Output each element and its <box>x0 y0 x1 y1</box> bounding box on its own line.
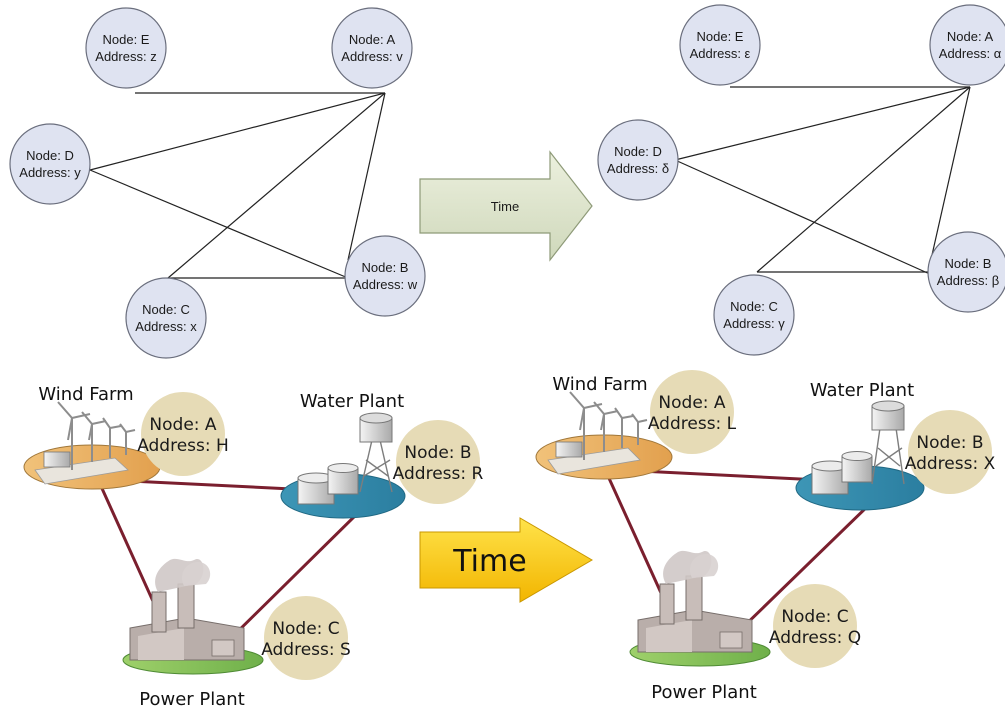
node-d-label: Node: D <box>26 148 74 163</box>
node-e-after-label: Node: E <box>697 29 744 44</box>
node-b-label: Node: B <box>362 260 409 275</box>
node-a: Node: A Address: v <box>331 7 413 89</box>
power-plant-icon <box>122 558 264 675</box>
wind-farm-title: Wind Farm <box>552 374 647 395</box>
node-c: Node: C Address: x <box>125 277 207 359</box>
water-plant-icon <box>795 400 925 511</box>
wind-farm-node-label: Node: A <box>658 393 725 413</box>
node-c-address: Address: x <box>135 319 197 334</box>
node-a-label: Node: A <box>349 32 396 47</box>
water-plant-node-label: Node: B <box>404 443 471 463</box>
node-c-after: Node: C Address: γ <box>713 274 795 356</box>
top-left-graph: Node: E Address: z Node: A Address: v No… <box>9 7 426 359</box>
bottom-time-label: Time <box>452 544 526 579</box>
node-a-address: Address: v <box>341 49 403 64</box>
bottom-time-arrow: Time <box>419 517 593 603</box>
power-plant-node: Node: C Address: S <box>261 596 351 680</box>
power-plant-node-label: Node: C <box>272 619 339 639</box>
power-plant-node: Node: C Address: Q <box>769 584 861 668</box>
wind-farm-icon <box>23 401 161 490</box>
water-plant-icon <box>280 412 406 519</box>
node-a-after-label: Node: A <box>947 29 994 44</box>
power-plant-node-address: Address: Q <box>769 628 861 648</box>
node-c-after-address: Address: γ <box>723 316 785 331</box>
water-plant-node-address: Address: X <box>905 454 996 474</box>
node-c-after-label: Node: C <box>730 299 778 314</box>
power-plant-node-address: Address: S <box>261 640 351 660</box>
node-d-address: Address: y <box>19 165 81 180</box>
node-d-after: Node: D Address: δ <box>597 119 679 201</box>
node-e-address: Address: z <box>95 49 156 64</box>
node-e: Node: E Address: z <box>85 7 167 89</box>
node-d-after-label: Node: D <box>614 144 662 159</box>
power-plant-icon <box>629 550 771 667</box>
node-b-after: Node: B Address: β <box>927 231 1005 313</box>
bottom-left-network: Node: A Address: H Wind Farm Node: B Add… <box>23 384 484 710</box>
node-e-after-address: Address: ε <box>690 46 751 61</box>
water-plant-title: Water Plant <box>810 380 914 401</box>
power-plant-title: Power Plant <box>139 689 245 710</box>
power-plant-node-label: Node: C <box>781 607 848 627</box>
water-plant-node: Node: B Address: X <box>905 410 996 494</box>
wind-farm-node: Node: A Address: L <box>648 370 737 454</box>
water-plant-node: Node: B Address: R <box>393 420 484 504</box>
wind-farm-node-address: Address: H <box>137 436 229 456</box>
node-a-after-address: Address: α <box>939 46 1002 61</box>
water-plant-title: Water Plant <box>300 391 404 412</box>
node-e-after: Node: E Address: ε <box>679 4 761 86</box>
wind-farm-node-address: Address: L <box>648 414 737 434</box>
node-d: Node: D Address: y <box>9 123 91 205</box>
node-d-after-address: Address: δ <box>607 161 669 176</box>
wind-farm-title: Wind Farm <box>38 384 133 405</box>
node-e-label: Node: E <box>103 32 150 47</box>
wind-farm-node: Node: A Address: H <box>137 392 229 476</box>
water-plant-node-address: Address: R <box>393 464 484 484</box>
top-right-graph: Node: E Address: ε Node: A Address: α No… <box>597 4 1005 356</box>
wind-farm-node-label: Node: A <box>149 415 216 435</box>
node-c-label: Node: C <box>142 302 190 317</box>
power-plant-title: Power Plant <box>651 682 757 703</box>
node-b: Node: B Address: w <box>344 235 426 317</box>
node-a-after: Node: A Address: α <box>929 4 1005 86</box>
node-b-after-address: Address: β <box>937 273 999 288</box>
top-right-edges <box>674 86 971 276</box>
bottom-right-network: Node: A Address: L Wind Farm Node: B Add… <box>535 370 996 703</box>
top-left-edges <box>89 92 386 279</box>
water-plant-node-label: Node: B <box>916 433 983 453</box>
wind-farm-icon <box>535 391 673 480</box>
top-time-label: Time <box>491 199 519 214</box>
node-b-after-label: Node: B <box>945 256 992 271</box>
node-b-address: Address: w <box>353 277 418 292</box>
top-time-arrow: Time <box>419 150 593 262</box>
